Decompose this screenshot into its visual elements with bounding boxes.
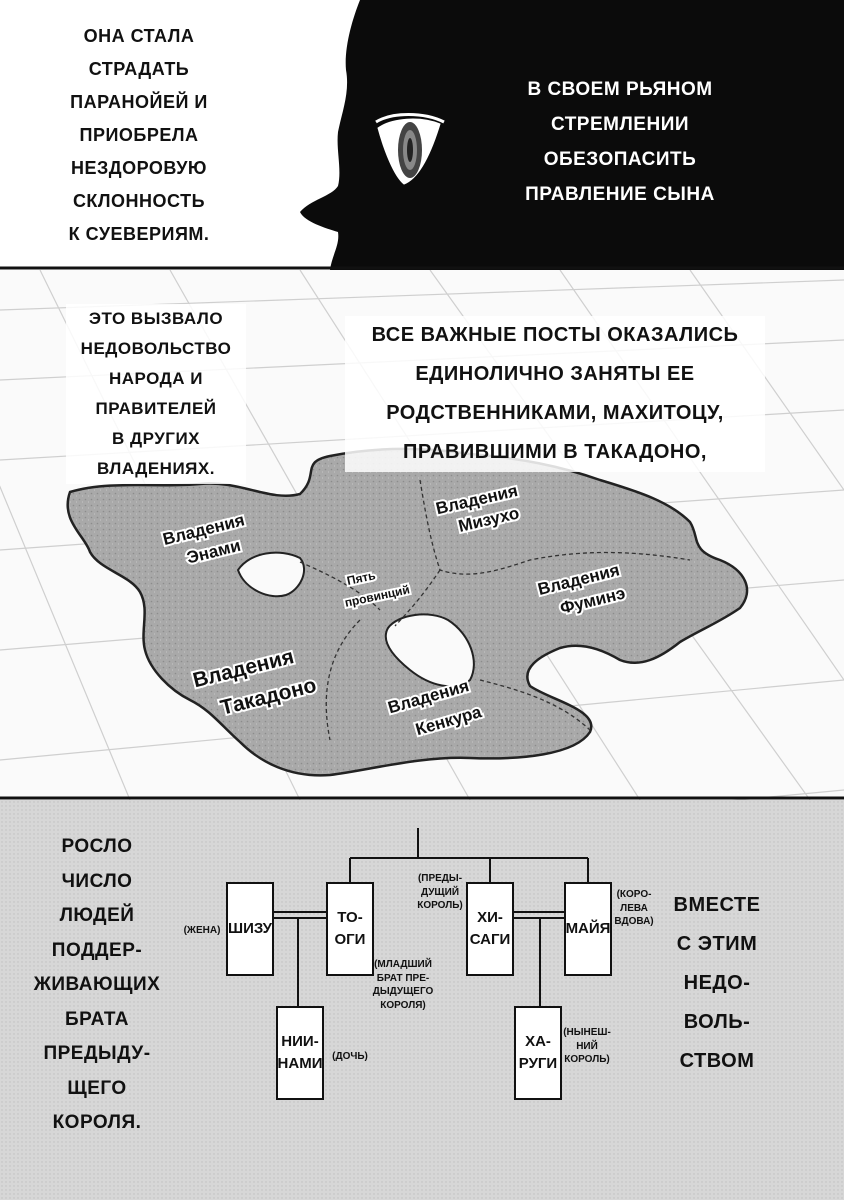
note-line: король) xyxy=(564,1054,610,1065)
caption-line: стремлении xyxy=(550,114,690,135)
caption-line: предыду- xyxy=(43,1043,151,1064)
caption-top-left: Она стала страдать паранойей и приобрела… xyxy=(44,20,234,251)
person-togi: То- оги xyxy=(326,882,374,976)
caption-line: поддер- xyxy=(51,939,143,961)
person-name: оги xyxy=(334,931,366,948)
person-name: руги xyxy=(518,1055,558,1072)
caption-line: Все важные посты оказались xyxy=(371,324,739,346)
person-name: Хи- xyxy=(477,909,503,927)
note-queen: (коро- лева вдова) xyxy=(612,888,656,929)
caption-line: Это вызвало xyxy=(88,309,224,328)
caption-tree-right: Вместе с этим недо- воль- ством xyxy=(660,886,774,1081)
person-name: саги xyxy=(469,931,511,948)
caption-line: паранойей и xyxy=(70,92,208,112)
person-maiya: Майя xyxy=(564,882,612,976)
note-line: (нынеш- xyxy=(563,1027,611,1038)
person-name: Шизу xyxy=(228,920,273,938)
caption-line: В своем рьяном xyxy=(527,79,713,100)
caption-line: щего xyxy=(67,1077,127,1099)
note-line: дущий xyxy=(420,886,460,898)
person-name: нами xyxy=(277,1055,323,1072)
caption-line: брата xyxy=(64,1008,130,1030)
caption-line: родственниками, махитоцу, xyxy=(386,402,724,424)
note-prev-king: (преды- дущий король) xyxy=(412,872,468,913)
note-line: лева xyxy=(620,902,648,914)
caption-line: в других xyxy=(112,429,200,448)
person-name: Майя xyxy=(565,920,611,938)
person-name: То- xyxy=(337,909,363,927)
panel-top: Она стала страдать паранойей и приобрела… xyxy=(0,0,844,270)
note-line: короля) xyxy=(380,999,426,1011)
caption-line: приобрела xyxy=(79,125,199,145)
note-wife: (жена) xyxy=(180,924,224,938)
caption-line: короля. xyxy=(52,1112,142,1133)
note-line: (жена) xyxy=(183,925,221,936)
person-niinami: Нии- нами xyxy=(276,1006,324,1100)
caption-line: обезопасить xyxy=(543,149,697,170)
person-shizu: Шизу xyxy=(226,882,274,976)
note-younger-brother: (младший брат пре- дыдущего короля) xyxy=(370,958,436,1012)
note-current-king: (нынеш- ний король) xyxy=(562,1026,612,1067)
person-name: Нии- xyxy=(281,1033,319,1051)
note-line: (дочь) xyxy=(332,1051,368,1062)
caption-top-right: В своем рьяном стремлении обезопасить пр… xyxy=(505,72,735,212)
lake xyxy=(236,551,305,598)
caption-line: склонность xyxy=(72,191,206,211)
caption-tree-left: Росло число людей поддер- живающих брата… xyxy=(22,830,172,1141)
caption-line: с этим xyxy=(676,933,758,955)
caption-line: единолично заняты ее xyxy=(415,363,695,385)
caption-map-right: Все важные посты оказались единолично за… xyxy=(345,316,765,472)
caption-line: Она стала xyxy=(83,26,195,46)
region-borders xyxy=(299,479,691,741)
note-line: (преды- xyxy=(417,873,463,884)
caption-line: недо- xyxy=(683,972,751,994)
caption-line: людей xyxy=(59,905,135,926)
panel-map: Владения Энами Владения Мизухо Пять пров… xyxy=(0,270,844,800)
caption-line: правителей xyxy=(95,399,217,418)
person-harugi: Ха- руги xyxy=(514,1006,562,1100)
person-hisagi: Хи- саги xyxy=(466,882,514,976)
bay xyxy=(384,613,475,688)
caption-map-left: Это вызвало недовольство народа и правит… xyxy=(66,304,246,484)
caption-line: ством xyxy=(679,1050,755,1072)
panel-family-tree: Шизу То- оги Хи- саги Майя Нии- нами Ха-… xyxy=(0,800,844,1200)
caption-line: народа и xyxy=(109,369,203,388)
caption-line: недовольство xyxy=(80,339,232,358)
caption-line: к суевериям. xyxy=(68,224,210,244)
note-line: (коро- xyxy=(616,889,652,900)
caption-line: владениях. xyxy=(97,459,215,478)
note-daughter: (дочь) xyxy=(328,1050,372,1064)
tree-lines xyxy=(0,800,844,1200)
caption-line: правление сына xyxy=(525,184,715,205)
note-line: брат пре- xyxy=(376,972,430,984)
silhouette-art xyxy=(0,0,844,270)
caption-line: Росло xyxy=(61,836,133,857)
note-line: дыдущего xyxy=(372,986,434,997)
note-line: ний xyxy=(576,1040,598,1052)
person-name: Ха- xyxy=(525,1033,551,1051)
caption-line: Вместе xyxy=(673,894,761,916)
caption-line: правившими в Такадоно, xyxy=(403,441,707,463)
note-line: король) xyxy=(417,900,463,911)
caption-line: воль- xyxy=(683,1011,751,1033)
caption-line: нездоровую xyxy=(71,158,207,178)
caption-line: число xyxy=(61,870,133,892)
caption-line: живающих xyxy=(33,974,161,995)
caption-line: страдать xyxy=(88,59,190,79)
note-line: вдова) xyxy=(614,916,654,927)
note-line: (младший xyxy=(374,959,432,970)
